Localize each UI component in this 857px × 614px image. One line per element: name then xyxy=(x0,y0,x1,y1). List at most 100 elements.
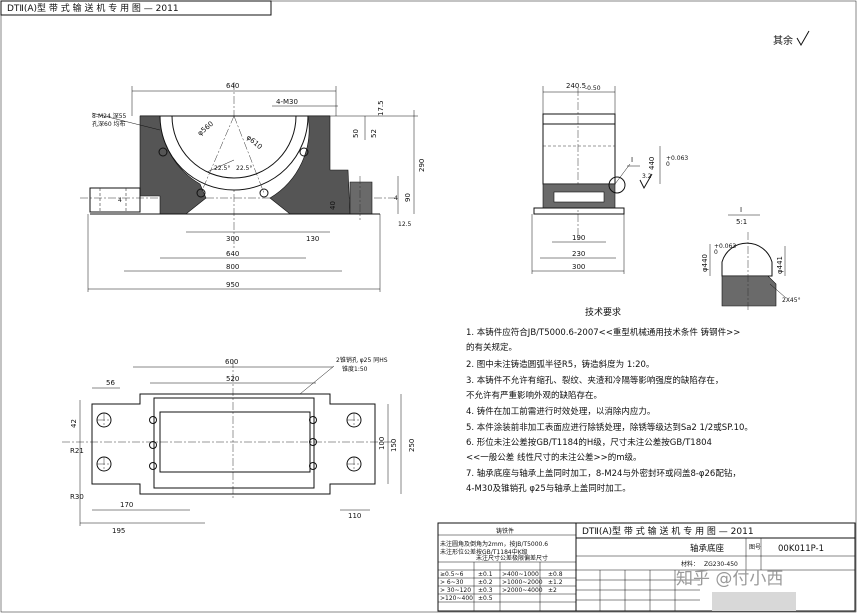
fv-dim-640-bottom: 640 xyxy=(226,250,239,258)
detail-label-top: I xyxy=(740,206,742,214)
tech-requirements: 技术要求 1. 本铸件应符合JB/T5000.6-2007<<重型机械通用技术条… xyxy=(466,306,753,494)
fv-dim-40: 40 xyxy=(329,201,337,210)
tech-item-2: 2. 图中未注铸造圆弧半径R5，铸造斜度为 1:20。 xyxy=(466,359,654,370)
tb-cell: ±0.3 xyxy=(478,587,493,594)
tb-cell: ±2 xyxy=(548,587,557,594)
tb-cell: >2000~4000 xyxy=(502,587,543,594)
sv-dim-300: 300 xyxy=(572,263,585,271)
tech-item-10: 4-M30及锥销孔 φ25与轴承上盖同时加工。 xyxy=(466,483,631,494)
tech-item-6: 5. 本件涂装前非加工表面应进行除锈处理，除锈等级达到Sa2 1/2或SP.10… xyxy=(466,422,753,433)
fv-dim-4-right: 4 xyxy=(394,195,398,202)
tb-cell: ±0.2 xyxy=(478,579,493,586)
tech-item-1: 的有关规定。 xyxy=(466,342,517,353)
fv-note-depth: 孔深60 均布 xyxy=(92,120,126,128)
tech-item-0: 1. 本铸件应符合JB/T5000.6-2007<<重型机械通用技术条件 铸钢件… xyxy=(466,327,740,338)
sv-dim-230: 230 xyxy=(572,250,585,258)
tb-code-label: 图号 xyxy=(749,544,761,551)
detail-label-scale: 5:1 xyxy=(736,218,747,226)
fv-dim-50: 50 xyxy=(352,129,360,138)
tech-item-5: 4. 铸件在加工前需进行时效处理，以消除内应力。 xyxy=(466,406,655,417)
detail-dim-phi440: φ440 xyxy=(701,254,709,272)
tb-cell: ±1.2 xyxy=(548,579,563,586)
tb-cell: > 6~30 xyxy=(440,579,464,586)
pv-dim-520: 520 xyxy=(226,375,239,383)
pv-dim-56: 56 xyxy=(106,379,115,387)
tb-small-caption: 未注尺寸公差极限偏差尺寸 xyxy=(476,554,548,562)
header-title-box xyxy=(0,0,272,16)
tb-cell: ±0.5 xyxy=(478,595,493,602)
detail-dim-phi441: φ441 xyxy=(776,256,784,274)
side-view xyxy=(531,86,661,274)
fv-dim-130: 130 xyxy=(306,235,319,243)
pixelated-overlay xyxy=(712,592,796,611)
tech-heading: 技术要求 xyxy=(585,306,621,318)
sv-roughness-3-2: 3.2 xyxy=(642,173,652,180)
pv-dim-r21: R21 xyxy=(70,447,84,455)
tech-item-7: 6. 形位未注公差按GB/T1184的H级，尺寸未注公差按GB/T1804 xyxy=(466,437,712,448)
sv-dim-190: 190 xyxy=(572,234,585,242)
sv-tol-240-5: -0.50 xyxy=(585,85,601,92)
pv-note-taper: 锥度1:50 xyxy=(342,365,368,373)
tech-item-4: 不允许有严重影响外观的缺陷存在。 xyxy=(466,390,602,401)
detail-tol-lower: 0 xyxy=(714,249,718,256)
title-block xyxy=(437,522,856,612)
fv-dim-4m30: 4-M30 xyxy=(276,98,298,106)
sv-tol-upper: +0.063 xyxy=(666,155,688,162)
pv-dim-r30: R30 xyxy=(70,493,84,501)
roughness-note: 其余 xyxy=(773,34,793,47)
pv-dim-42: 42 xyxy=(70,419,78,428)
tb-cell: >1000~2000 xyxy=(502,579,543,586)
tb-small-note2: 未注形位公差按GB/T1184中K级 xyxy=(440,548,528,556)
fv-dim-290: 290 xyxy=(418,159,426,172)
fv-dim-640-top: 640 xyxy=(226,82,239,90)
fv-dim-52: 52 xyxy=(370,129,378,138)
detail-dim-chamfer: 2X45° xyxy=(782,297,801,304)
fv-note-8m24: 8-M24 深55 xyxy=(92,112,127,120)
fv-angle-left: 22.5° xyxy=(214,165,230,172)
tb-cell: ±0.8 xyxy=(548,571,563,578)
fv-angle-right: 22.5° xyxy=(236,165,252,172)
tb-small-heading: 铸铁件 xyxy=(496,527,514,535)
pv-dim-195: 195 xyxy=(112,527,125,535)
watermark: 知乎 @付小西 xyxy=(676,569,783,589)
tb-cell: ≥0.5~6 xyxy=(440,571,464,578)
pv-dim-150: 150 xyxy=(390,439,398,452)
sv-tol-lower: 0 xyxy=(666,161,670,168)
pv-dim-170: 170 xyxy=(120,501,133,509)
pv-dim-600: 600 xyxy=(225,358,238,366)
tb-cell: >400~1000 xyxy=(502,571,539,578)
tb-small-rows: ≥0.5~6 ±0.1 >400~1000 ±0.8 > 6~30 ±0.2 >… xyxy=(440,571,563,602)
fv-dim-17-5: 17.5 xyxy=(377,100,385,116)
fv-dim-800: 800 xyxy=(226,263,239,271)
tb-material: ZG230-450 xyxy=(704,561,738,568)
fv-dim-300: 300 xyxy=(226,235,239,243)
fv-dim-90: 90 xyxy=(404,193,412,202)
tb-title: DTⅡ(A)型 带 式 输 送 机 专 用 图 — 2011 xyxy=(582,525,754,537)
pv-dim-250: 250 xyxy=(408,439,416,452)
tb-part-name: 轴承底座 xyxy=(690,543,725,554)
detail-tol-upper: +0.063 xyxy=(714,243,736,250)
sv-detail-marker: I xyxy=(631,156,633,164)
header-title: DTⅡ(A)型 带 式 输 送 机 专 用 图 — 2011 xyxy=(7,2,179,14)
tech-item-8: <<一般公差 线性尺寸的未注公差>>的m级。 xyxy=(466,452,641,463)
tb-cell: ±0.1 xyxy=(478,571,493,578)
fv-dim-12-5: 12.5 xyxy=(398,221,412,228)
tb-small-note1: 未注圆角及倒角为2mm，按JB/T5000.6 xyxy=(440,540,548,548)
pv-dim-100: 100 xyxy=(378,437,386,450)
tech-item-3: 3. 本铸件不允许有缩孔、裂纹、夹渣和冷隔等影响强度的缺陷存在， xyxy=(466,375,723,386)
sv-dim-240-5: 240.5 xyxy=(566,82,586,90)
tb-cell: >120~400 xyxy=(440,595,473,602)
roughness-check-icon xyxy=(796,30,810,47)
tech-item-9: 7. 轴承底座与轴承上盖同时加工，8-M24与外密封环或闷盖8-φ26配钻， xyxy=(466,468,741,479)
detail-view xyxy=(709,214,787,312)
fv-dim-950: 950 xyxy=(226,281,239,289)
pv-dim-110: 110 xyxy=(348,512,361,520)
sv-dim-440: 440 xyxy=(648,157,656,170)
tb-material-label: 材料： xyxy=(681,560,699,568)
pv-note-taper-pin: 2锥销孔 φ25 同HS xyxy=(336,356,388,364)
front-view xyxy=(80,82,418,292)
plan-view xyxy=(62,360,402,526)
fv-dim-4-left: 4 xyxy=(118,197,122,204)
